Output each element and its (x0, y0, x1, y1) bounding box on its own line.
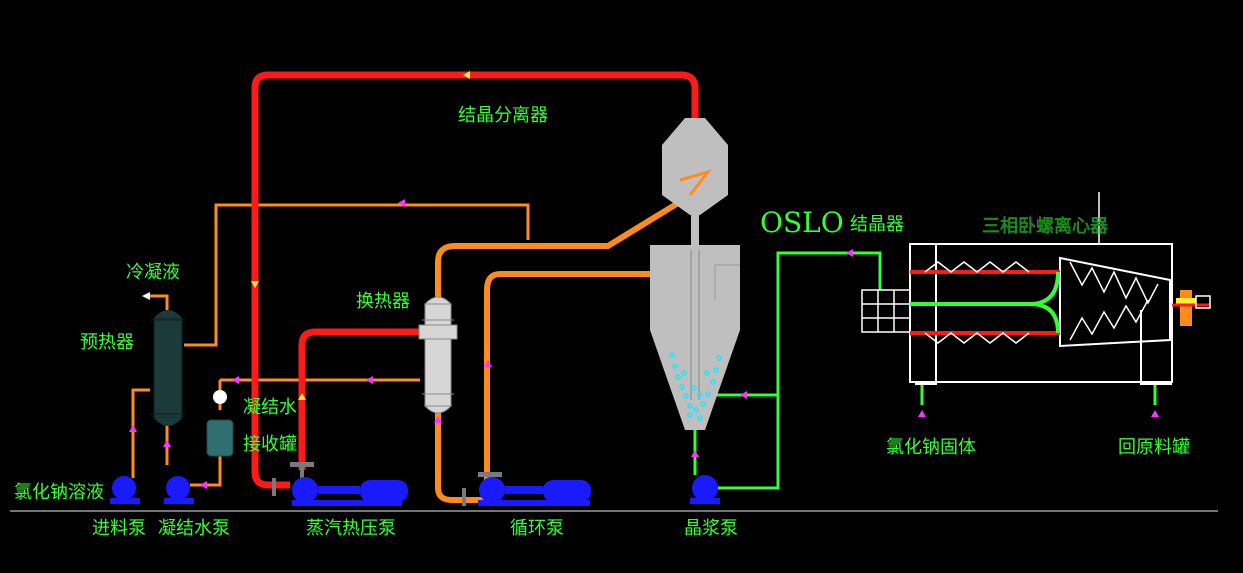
label-receiver-tank: 接收罐 (243, 434, 297, 455)
label-condensate-pump: 凝结水泵 (158, 518, 230, 539)
label-nacl-solid: 氯化钠固体 (886, 437, 976, 458)
circulation-pump (462, 472, 591, 506)
steam-compressor-pump (272, 462, 408, 506)
feed-pump (110, 476, 140, 504)
flow-arrows (129, 199, 1159, 489)
label-condensate-water: 凝结水 (243, 397, 297, 418)
label-preheater: 预热器 (80, 332, 134, 353)
label-crystallizer: 结晶器 (850, 214, 904, 235)
label-circulation-pump: 循环泵 (510, 518, 564, 539)
label-heat-exchanger: 换热器 (356, 291, 410, 312)
steam-lines (251, 71, 699, 489)
label-compressor-pump: 蒸汽热压泵 (306, 518, 396, 539)
circulation-lines (435, 197, 685, 503)
condensate-receiver-tank (206, 390, 234, 457)
label-centrifuge: 三相卧螺离心器 (982, 215, 1109, 237)
preheater (150, 310, 186, 426)
steam-arrow-up (298, 393, 306, 400)
decanter-centrifuge (861, 192, 1211, 385)
condensate-outlet-arrow (142, 292, 150, 300)
label-condensate: 冷凝液 (126, 262, 180, 283)
label-return-tank: 回原料罐 (1118, 437, 1190, 458)
steam-arrow-top (463, 71, 470, 79)
crystal-separator-vessel (650, 118, 740, 430)
label-oslo: OSLO (760, 206, 844, 239)
condensate-pump (164, 476, 194, 504)
crystal-particles (669, 352, 722, 421)
label-slurry-pump: 晶浆泵 (684, 518, 738, 539)
heat-exchanger (418, 296, 458, 414)
label-separator: 结晶分离器 (458, 105, 548, 126)
steam-arrow-left (251, 281, 259, 288)
label-nacl-solution: 氯化钠溶液 (14, 482, 104, 503)
slurry-pump (690, 475, 720, 504)
label-feed-pump: 进料泵 (92, 518, 146, 539)
